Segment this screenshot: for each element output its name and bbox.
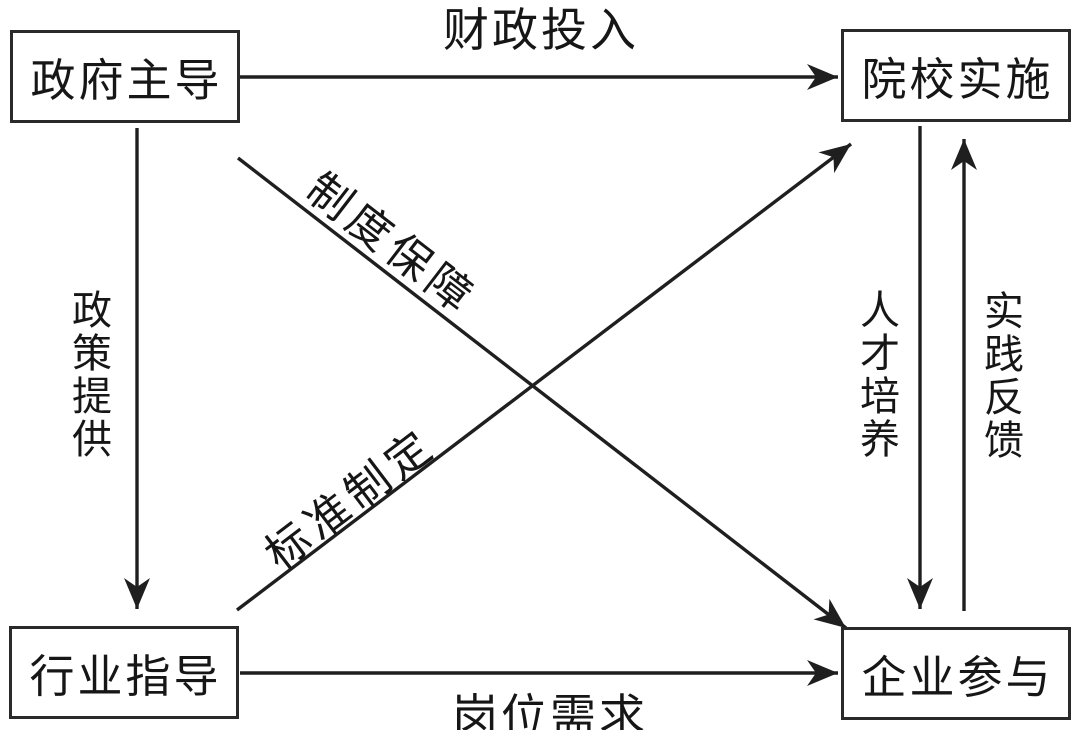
node-institution-label: 院校实施: [861, 55, 1054, 105]
node-enterprise-label: 企业参与: [861, 653, 1054, 703]
arrow-system-guarantee: [236, 156, 848, 630]
edge-label-job-demand: 岗位需求: [452, 691, 648, 730]
edge-label-financial-input: 财政投入: [443, 5, 639, 56]
arrow-standard-setting: [235, 142, 853, 612]
node-institution: 院校实施: [841, 29, 1071, 122]
edge-label-practice-feedback: 实践反馈: [978, 290, 1023, 462]
edge-label-policy-provision: 政策提供: [66, 289, 111, 461]
edge-label-talent-cultivation: 人才培养: [854, 289, 899, 461]
node-industry: 行业指导: [9, 626, 239, 719]
node-government: 政府主导: [10, 30, 240, 123]
node-government-label: 政府主导: [30, 56, 223, 106]
node-industry-label: 行业指导: [29, 652, 222, 702]
node-enterprise: 企业参与: [841, 627, 1071, 720]
